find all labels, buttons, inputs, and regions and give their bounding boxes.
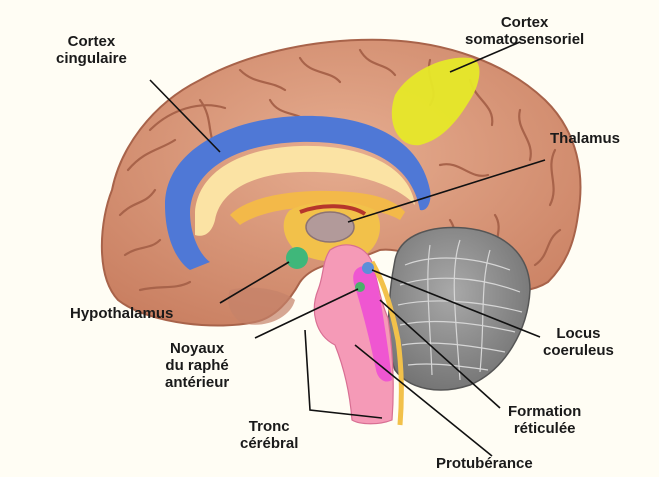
label-line: Noyaux bbox=[165, 340, 229, 357]
label-formation-reticulee: Formation réticulée bbox=[508, 403, 581, 437]
locus-coeruleus bbox=[362, 262, 374, 274]
label-noyaux-raphe: Noyaux du raphé antérieur bbox=[165, 340, 229, 391]
label-line: antérieur bbox=[165, 374, 229, 391]
label-line: somatosensoriel bbox=[465, 31, 584, 48]
label-line: du raphé bbox=[165, 357, 229, 374]
label-line: réticulée bbox=[508, 420, 581, 437]
label-protuberance: Protubérance bbox=[436, 455, 533, 472]
label-line: Formation bbox=[508, 403, 581, 420]
hypothalamus bbox=[286, 247, 308, 269]
label-locus-coeruleus: Locus coeruleus bbox=[543, 325, 614, 359]
label-line: Tronc bbox=[240, 418, 298, 435]
label-line: Locus bbox=[543, 325, 614, 342]
label-line: cingulaire bbox=[56, 50, 127, 67]
label-line: Cortex bbox=[56, 33, 127, 50]
label-thalamus: Thalamus bbox=[550, 130, 620, 147]
label-line: coeruleus bbox=[543, 342, 614, 359]
label-cortex-cingulaire: Cortex cingulaire bbox=[56, 33, 127, 67]
label-line: cérébral bbox=[240, 435, 298, 452]
label-hypothalamus: Hypothalamus bbox=[70, 305, 173, 322]
thalamus bbox=[306, 212, 354, 242]
label-line: Cortex bbox=[465, 14, 584, 31]
label-tronc-cerebral: Tronc cérébral bbox=[240, 418, 298, 452]
label-cortex-somatosensoriel: Cortex somatosensoriel bbox=[465, 14, 584, 48]
